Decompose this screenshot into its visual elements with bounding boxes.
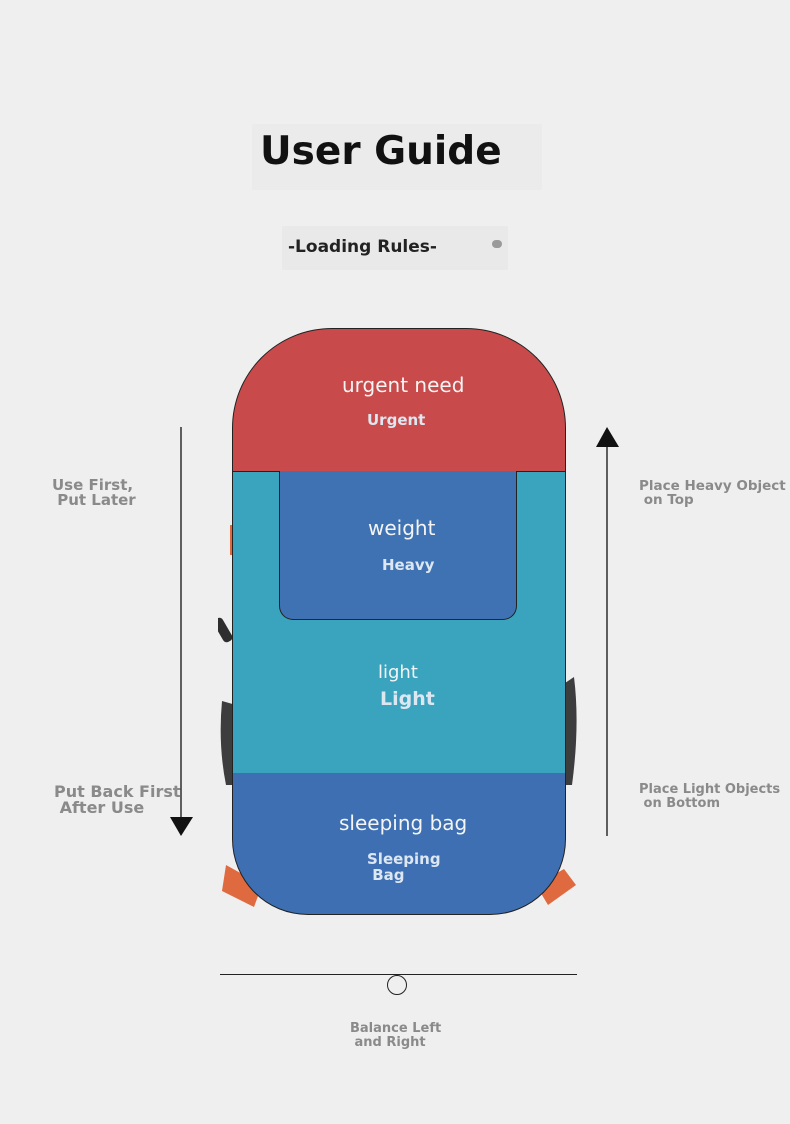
balance-line <box>220 974 577 975</box>
light-script-label: light <box>378 662 418 683</box>
arrow-up-icon <box>596 427 619 836</box>
zone-sleeping <box>232 773 566 915</box>
heavy-label: Heavy <box>382 556 435 574</box>
light-on-bottom-label: Place Light Objects on Bottom <box>639 782 781 811</box>
heavy-on-top-label: Place Heavy Object on Top <box>639 478 786 508</box>
heavy-script-label: weight <box>368 516 436 540</box>
subtitle-mark-icon <box>492 240 502 248</box>
arrow-down-icon <box>170 427 193 836</box>
urgent-label: Urgent <box>367 411 426 429</box>
page-subtitle: -Loading Rules- <box>282 226 508 270</box>
put-back-first-label: Put Back First After Use <box>54 782 181 817</box>
sleeping-label: Sleeping Bag <box>367 850 441 884</box>
balance-label: Balance Left and Right <box>350 1021 442 1050</box>
page-title: User Guide <box>252 124 542 190</box>
sleeping-script-label: sleeping bag <box>339 811 468 835</box>
balance-circle-icon <box>387 975 407 995</box>
light-label: Light <box>380 688 435 710</box>
zone-urgent <box>232 328 566 472</box>
urgent-script-label: urgent need <box>342 373 465 397</box>
use-first-label: Use First, Put Later <box>52 476 136 509</box>
zone-heavy <box>279 471 517 620</box>
backpack-diagram: urgent need Urgent weight Heavy light Li… <box>218 325 580 919</box>
